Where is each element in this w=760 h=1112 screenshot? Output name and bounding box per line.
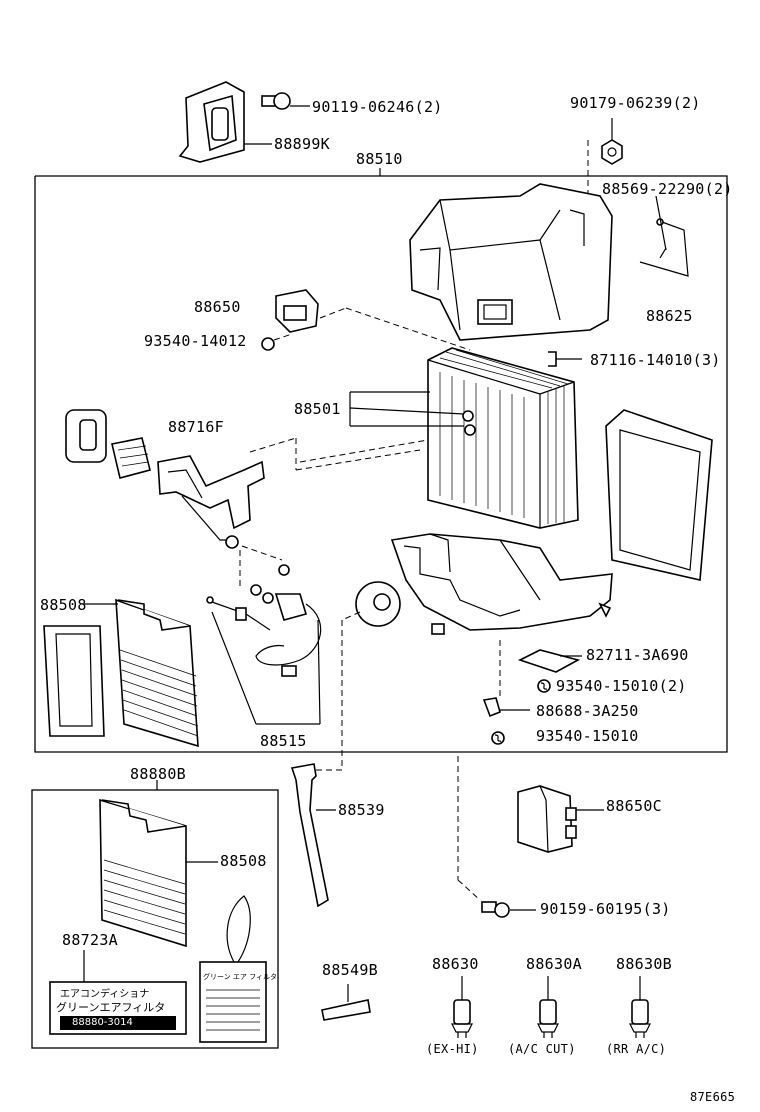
filter-label-line3: 88880-3014 <box>72 1017 133 1028</box>
label-88688: 88688-3A250 <box>536 702 639 720</box>
label-90179: 90179-06239(2) <box>570 94 701 112</box>
screw-93540b-drawing <box>537 679 551 693</box>
clip-87116-drawing <box>548 351 582 367</box>
filter-kit-frame <box>31 789 279 1049</box>
label-93540a: 93540-14012 <box>144 332 247 350</box>
label-82711: 82711-3A690 <box>586 646 689 664</box>
label-88630A: 88630A <box>526 955 582 973</box>
filter-88508-upper-drawing <box>43 598 199 748</box>
label-exhi: (EX-HI) <box>426 1042 479 1056</box>
label-88569: 88569-22290(2) <box>602 180 733 198</box>
label-93540c: 93540-15010 <box>536 727 639 745</box>
label-88510: 88510 <box>356 150 403 168</box>
relay-88630A-drawing <box>537 976 559 1038</box>
pad-88549B-drawing <box>321 984 371 1021</box>
label-88899K: 88899K <box>274 135 330 153</box>
diagram-code: 87E665 <box>690 1090 736 1104</box>
filter-label-line2: グリーンエアフィルタ <box>56 1001 166 1014</box>
relay-88630B-drawing <box>629 976 651 1038</box>
filter-label-line1: エアコンディショナ <box>60 989 150 1000</box>
evaporator-88501-drawing <box>249 347 579 529</box>
main-assembly-frame <box>34 175 728 753</box>
label-88625: 88625 <box>646 307 693 325</box>
tube-88716F-drawing <box>65 409 283 590</box>
amplifier-88650C-drawing <box>517 785 604 853</box>
label-88630B: 88630B <box>616 955 672 973</box>
clamp-88688-drawing <box>482 697 530 718</box>
seal-frame-drawing <box>605 409 713 581</box>
wire-88625-drawing <box>639 195 689 277</box>
bracket-82711-drawing <box>517 649 582 673</box>
bolt-90159-drawing <box>457 756 536 918</box>
label-88650: 88650 <box>194 298 241 316</box>
bracket-88899K-drawing <box>178 81 272 163</box>
label-87116: 87116-14010(3) <box>590 351 721 369</box>
filter-label-card <box>49 950 187 1035</box>
label-90119: 90119-06246(2) <box>312 98 443 116</box>
label-88501: 88501 <box>294 400 341 418</box>
filter-tag-drawing <box>199 895 267 1043</box>
label-88723A: 88723A <box>62 931 118 949</box>
relay-88630-drawing <box>451 976 473 1038</box>
filter-tag-title: グリーン エア フィルタ <box>203 973 277 981</box>
lower-case-drawing <box>390 533 613 635</box>
screw-93540a-drawing <box>261 333 293 351</box>
label-88630: 88630 <box>432 955 479 973</box>
label-88549B: 88549B <box>322 961 378 979</box>
label-88515: 88515 <box>260 732 307 750</box>
label-88539: 88539 <box>338 801 385 819</box>
label-88880B: 88880B <box>130 765 186 783</box>
label-90159: 90159-60195(3) <box>540 900 671 918</box>
label-93540b: 93540-15010(2) <box>556 677 687 695</box>
resistor-88650-drawing <box>275 289 471 351</box>
label-rr-ac: (RR A/C) <box>606 1042 667 1056</box>
label-88508-lower: 88508 <box>220 852 267 870</box>
label-88716F: 88716F <box>168 418 224 436</box>
upper-case-drawing <box>409 183 613 341</box>
label-ac-cut: (A/C CUT) <box>508 1042 576 1056</box>
label-88508-upper: 88508 <box>40 596 87 614</box>
hose-88539-drawing <box>290 581 401 908</box>
bolt-90119-drawing <box>261 92 310 110</box>
screw-93540c-drawing <box>491 731 505 745</box>
filter-88508-lower-drawing <box>99 798 218 948</box>
thermistor-88515-drawing <box>206 564 322 725</box>
label-88650C: 88650C <box>606 797 662 815</box>
